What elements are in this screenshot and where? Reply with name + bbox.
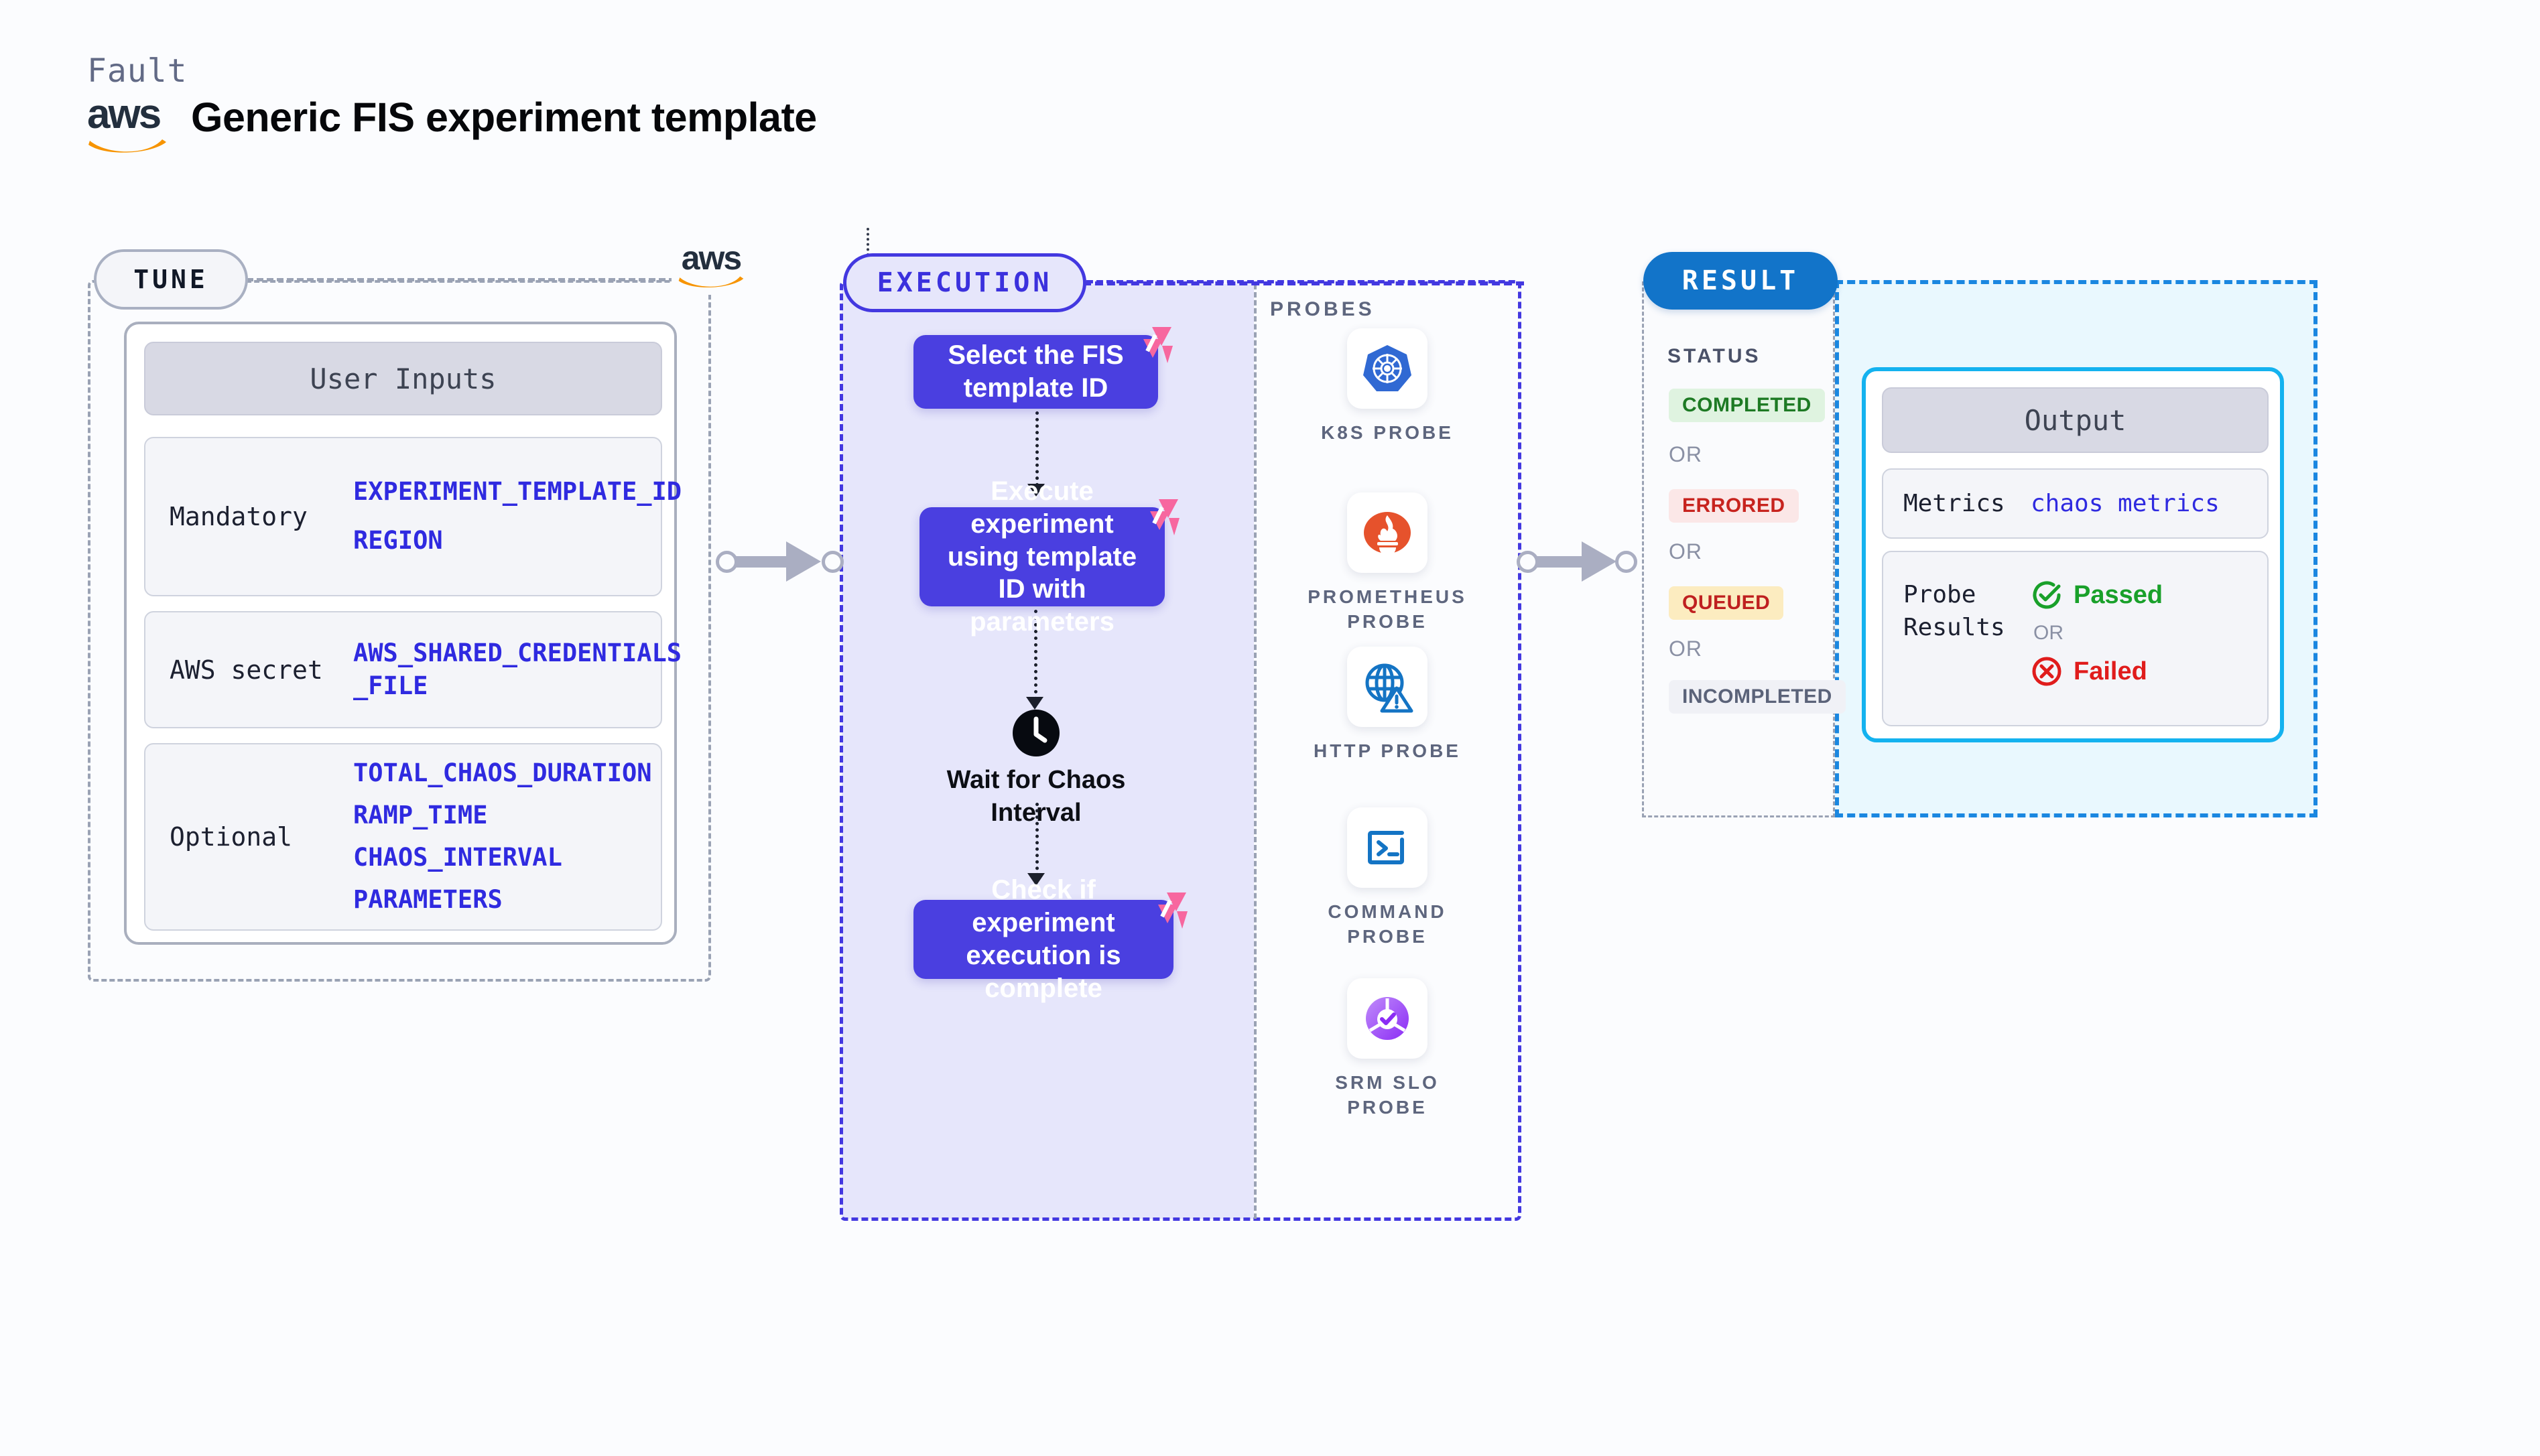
- input-row-optional: Optional TOTAL_CHAOS_DURATION RAMP_TIME …: [144, 743, 662, 931]
- probe-label: PROMETHEUS PROBE: [1308, 586, 1467, 632]
- input-row-aws-secret: AWS secret AWS_SHARED_CREDENTIALS _FILE: [144, 611, 682, 728]
- output-card: Output Metrics chaos metrics Probe Resul…: [1862, 367, 2284, 742]
- litmus-badge: [1146, 891, 1188, 930]
- status-or-label: OR: [1669, 539, 1702, 564]
- output-row-metrics: Metrics chaos metrics: [1882, 468, 2269, 539]
- probe-verdict-failed: Failed: [2031, 655, 2163, 687]
- input-row-mandatory: Mandatory EXPERIMENT_TEMPLATE_ID REGION: [144, 437, 682, 596]
- input-row-values: EXPERIMENT_TEMPLATE_ID REGION: [353, 468, 682, 566]
- tune-label-pill: TUNE: [94, 249, 248, 310]
- input-row-label: Optional: [170, 822, 293, 852]
- output-header: Output: [1882, 387, 2269, 453]
- output-row-values: Passed OR Failed: [2031, 579, 2163, 687]
- probes-title: PROBES: [1270, 298, 1375, 320]
- prometheus-icon: [1364, 512, 1411, 556]
- probe-item-command: COMMAND PROBE: [1293, 807, 1481, 949]
- status-badge-completed: COMPLETED: [1669, 389, 1825, 422]
- status-badge-incompleted: INCOMPLETED: [1669, 680, 1846, 714]
- flow-arrow-1: [1035, 411, 1039, 486]
- connector-execution-to-result: [1513, 541, 1647, 582]
- input-value: EXPERIMENT_TEMPLATE_ID: [353, 477, 682, 507]
- terminal-icon: [1368, 831, 1404, 864]
- probe-label: COMMAND PROBE: [1328, 901, 1447, 947]
- probe-tile: [1347, 492, 1427, 573]
- input-row-label: Mandatory: [170, 502, 308, 531]
- clock-icon: [1011, 708, 1061, 758]
- flow-arrow-3: [1035, 803, 1039, 876]
- kubernetes-icon: [1363, 345, 1411, 391]
- probe-item-http: HTTP PROBE: [1293, 647, 1481, 764]
- aws-logo: aws: [87, 94, 173, 154]
- output-row-label: Probe Results: [1903, 581, 2005, 641]
- connector-tune-to-execution: [712, 541, 853, 582]
- probe-label: SRM SLO PROBE: [1335, 1072, 1440, 1118]
- execution-dashed-connector: [1083, 281, 1524, 285]
- page-title: Generic FIS experiment template: [191, 94, 817, 140]
- metrics-value: chaos metrics: [2031, 489, 2220, 517]
- passed-label: Passed: [2074, 580, 2163, 609]
- status-title: STATUS: [1667, 345, 1761, 367]
- input-value: RAMP_TIME: [353, 801, 488, 830]
- flow-arrow-head-1: [1027, 484, 1045, 497]
- probe-item-prometheus: PROMETHEUS PROBE: [1293, 492, 1481, 635]
- input-value: TOTAL_CHAOS_DURATION: [353, 758, 652, 788]
- flow-step-execute-experiment: Execute experiment using template ID wit…: [919, 476, 1165, 637]
- flow-arrow-head-2: [1026, 697, 1043, 710]
- status-or-label: OR: [1669, 637, 1702, 661]
- check-circle-icon: [2033, 581, 2061, 609]
- input-row-values: TOTAL_CHAOS_DURATION RAMP_TIME CHAOS_INT…: [353, 752, 652, 921]
- probe-item-k8s: K8S PROBE: [1293, 328, 1481, 446]
- output-row-probe-results: Probe Results Passed OR Failed: [1882, 551, 2269, 726]
- flow-arrow-2: [1034, 610, 1037, 700]
- result-status-section: [1642, 281, 1835, 817]
- header-eyebrow: Fault: [87, 52, 188, 90]
- probe-tile: [1347, 807, 1427, 888]
- user-inputs-header: User Inputs: [144, 342, 662, 415]
- input-row-label: AWS secret: [170, 655, 323, 685]
- probe-label: HTTP PROBE: [1314, 740, 1461, 761]
- tune-section: [88, 280, 711, 982]
- user-inputs-card: User Inputs Mandatory EXPERIMENT_TEMPLAT…: [124, 322, 682, 945]
- wait-for-chaos-interval-label: Wait for Chaos Interval: [946, 766, 1126, 828]
- input-value: CHAOS_INTERVAL: [353, 843, 562, 872]
- probes-divider: [1254, 284, 1257, 1219]
- srm-slo-icon: [1366, 997, 1409, 1040]
- result-label-pill: RESULT: [1643, 252, 1838, 310]
- aws-logo-small: aws: [672, 236, 751, 295]
- execution-label-pill: EXECUTION: [843, 253, 1086, 312]
- status-badge-errored: ERRORED: [1669, 489, 1799, 523]
- probe-verdict-passed: Passed: [2031, 579, 2163, 611]
- output-row-label: Metrics: [1903, 490, 2005, 517]
- x-circle-icon: [2032, 657, 2061, 686]
- probe-tile: [1347, 328, 1427, 409]
- probe-tile: [1347, 978, 1427, 1059]
- flow-step-select-template: Select the FIS template ID: [913, 335, 1158, 409]
- output-row-values: chaos metrics: [2031, 488, 2220, 520]
- input-row-values: AWS_SHARED_CREDENTIALS _FILE: [353, 637, 682, 703]
- input-value: PARAMETERS: [353, 884, 503, 914]
- tune-dashed-connector: [247, 278, 676, 281]
- execution-tick-mark: [867, 228, 869, 256]
- http-globe-warning-icon: [1365, 663, 1413, 713]
- probe-item-srm-slo: SRM SLO PROBE: [1293, 978, 1481, 1120]
- input-value: AWS_SHARED_CREDENTIALS _FILE: [353, 638, 682, 700]
- litmus-badge: [1131, 326, 1173, 365]
- input-value: REGION: [353, 526, 443, 555]
- status-or-label: OR: [1669, 442, 1702, 466]
- output-or-label: OR: [2033, 622, 2063, 644]
- flow-step-check-complete: Check if experiment execution is complet…: [913, 875, 1173, 1003]
- litmus-badge: [1138, 498, 1180, 537]
- failed-label: Failed: [2074, 657, 2147, 685]
- probe-label: K8S PROBE: [1321, 422, 1454, 443]
- flow-arrow-head-3: [1027, 873, 1045, 886]
- probe-tile: [1347, 647, 1427, 727]
- status-badge-queued: QUEUED: [1669, 586, 1784, 620]
